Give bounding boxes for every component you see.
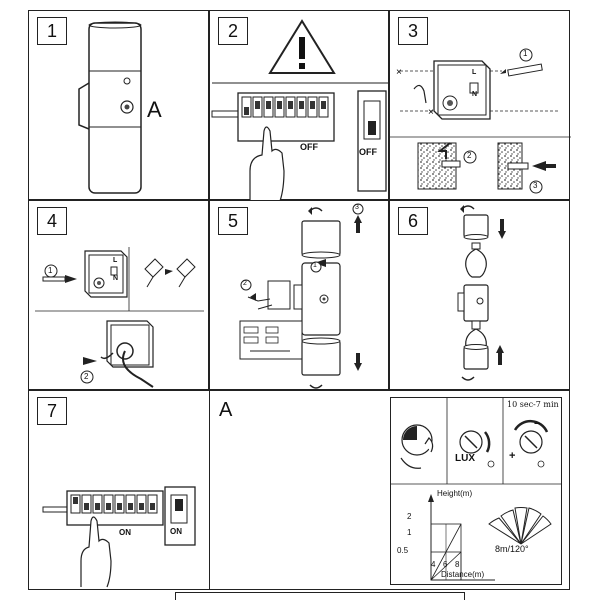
- assembly-illustration: [239, 203, 364, 389]
- distance-tick-8: 8: [455, 560, 460, 569]
- breaker-off-label: OFF: [300, 142, 318, 152]
- sensor-settings-box: LUX 10 sec-7 min + − Height(m) 2 1 0.5 4…: [390, 397, 562, 585]
- step-7-panel: 7 ON ON: [29, 391, 210, 589]
- power-off-illustration: [211, 19, 388, 201]
- svg-text:×: ×: [428, 107, 434, 118]
- breaker-on-label: ON: [119, 528, 131, 537]
- mounting-illustration: × ×: [390, 48, 571, 194]
- svg-text:×: ×: [396, 67, 402, 78]
- height-tick-1: 1: [407, 528, 412, 537]
- step-4-panel: 4 1 2 L N: [28, 200, 209, 390]
- bulb-install-illustration: [457, 205, 506, 381]
- height-tick-05: 0.5: [397, 546, 409, 555]
- plus-sign: +: [509, 450, 516, 462]
- terminal-n: N: [113, 275, 119, 282]
- terminal-l: L: [472, 69, 477, 76]
- terminal-l: L: [113, 257, 118, 264]
- distance-axis-title: Distance(m): [441, 570, 485, 579]
- height-tick-2: 2: [407, 512, 412, 521]
- distance-tick-4: 4: [431, 560, 436, 569]
- switch-off-label: OFF: [359, 147, 377, 157]
- marker-2: 2: [467, 151, 472, 160]
- marker-1: 1: [48, 266, 53, 275]
- detection-range-label: 8m/120°: [495, 544, 529, 554]
- step-2-panel: 2 OFF OFF: [209, 10, 389, 201]
- step-6-number: 6: [398, 207, 428, 235]
- footer-strip: [175, 592, 465, 600]
- lux-knob-icon: [459, 430, 495, 468]
- step-2-number: 2: [218, 17, 248, 45]
- detection-fan-icon: [488, 506, 552, 545]
- step-4-number: 4: [37, 207, 67, 235]
- marker-2: 2: [243, 280, 247, 287]
- sensor-callout-label: A: [147, 97, 162, 122]
- power-on-illustration: [42, 486, 196, 588]
- time-range-label: 10 sec-7 min: [507, 400, 559, 409]
- bottom-panel: 7 ON ON A: [28, 390, 570, 590]
- sensor-settings-illustration: [391, 398, 561, 581]
- marker-1: 1: [523, 49, 528, 58]
- lux-label: LUX: [455, 453, 475, 464]
- switch-on-label: ON: [170, 527, 182, 536]
- step-3-panel: 3 × ×: [389, 10, 571, 200]
- sensor-settings-label: A: [219, 399, 233, 421]
- distance-tick-6: 6: [443, 560, 448, 569]
- marker-2: 2: [84, 372, 89, 381]
- step-3-number: 3: [398, 17, 428, 45]
- time-knob-icon: [513, 419, 549, 468]
- sensor-rotate-icon: [400, 424, 434, 469]
- step-1-panel: 1 A: [28, 10, 209, 200]
- height-axis-title: Height(m): [437, 489, 473, 498]
- wiring-illustration: [35, 247, 204, 388]
- step-5-panel: 5: [209, 200, 389, 390]
- instruction-grid: 1 A 2: [28, 10, 571, 390]
- step-7-number: 7: [37, 397, 67, 425]
- minus-sign: −: [534, 418, 541, 430]
- marker-3: 3: [355, 204, 359, 211]
- marker-1: 1: [313, 262, 317, 269]
- step-6-panel: 6: [389, 200, 570, 390]
- terminal-n: N: [472, 91, 478, 98]
- marker-3: 3: [533, 181, 538, 190]
- step-1-number: 1: [37, 17, 67, 45]
- wall-light-illustration: [78, 21, 142, 194]
- step-5-number: 5: [218, 207, 248, 235]
